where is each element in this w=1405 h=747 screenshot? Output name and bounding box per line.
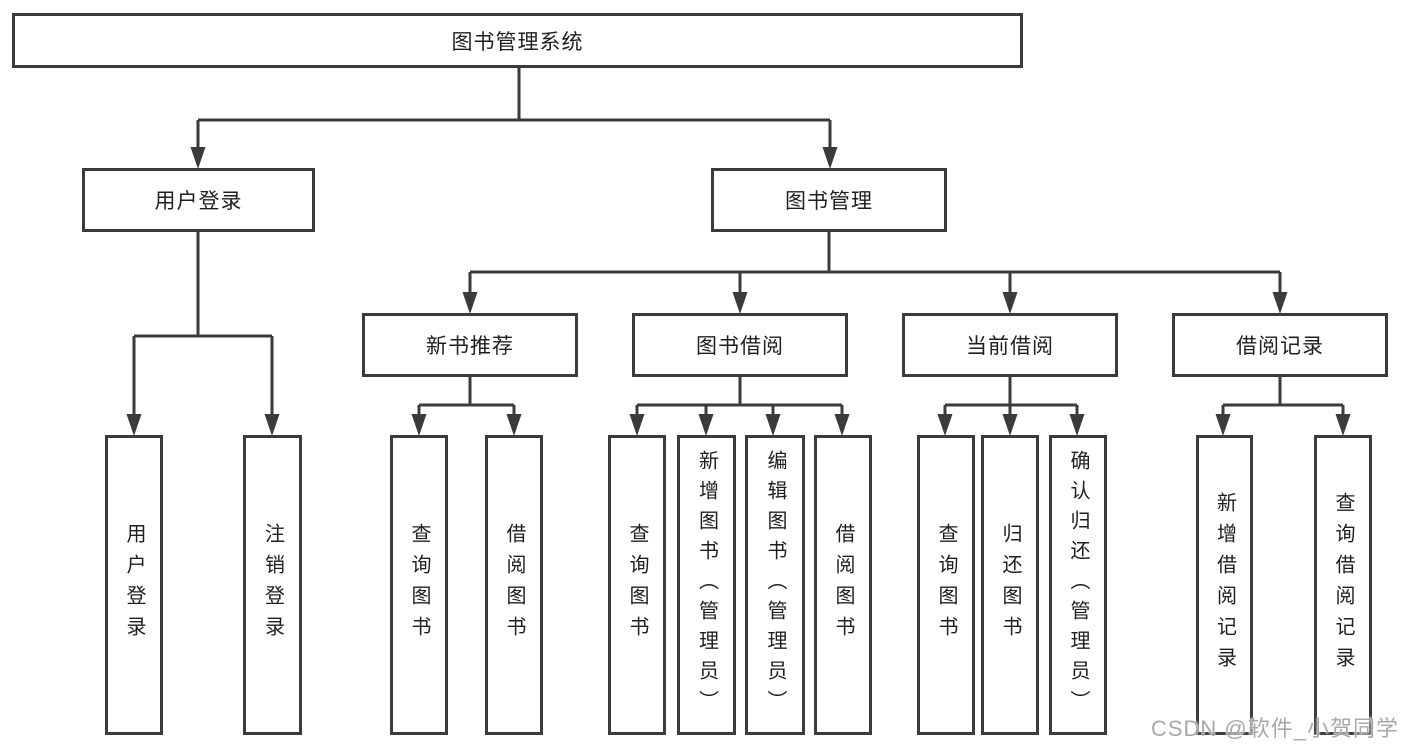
leaf-edit-books-admin: 编辑图书（管理员） xyxy=(745,435,805,735)
node-user-login: 用户登录 xyxy=(82,168,315,232)
csdn-watermark: CSDN @软件_小贺同学 xyxy=(1150,716,1399,741)
leaf-logout: 注销登录 xyxy=(243,435,302,735)
leaf-confirm-return-admin: 确认归还（管理员） xyxy=(1049,435,1107,735)
leaf-query-books-3: 查询图书 xyxy=(917,435,975,735)
node-book-borrowing: 图书借阅 xyxy=(632,313,848,377)
leaf-add-books-admin: 新增图书（管理员） xyxy=(677,435,736,735)
node-current-borrowing: 当前借阅 xyxy=(902,313,1118,377)
leaf-borrow-books: 借阅图书 xyxy=(485,435,543,735)
node-library-management-system: 图书管理系统 xyxy=(12,13,1023,68)
leaf-query-books: 查询图书 xyxy=(390,435,448,735)
arrowheads xyxy=(126,147,1351,436)
leaf-borrow-books-2: 借阅图书 xyxy=(814,435,872,735)
leaf-return-books: 归还图书 xyxy=(981,435,1039,735)
node-book-management: 图书管理 xyxy=(711,168,947,232)
leaf-add-borrow-record: 新增借阅记录 xyxy=(1196,435,1253,735)
leaf-user-login: 用户登录 xyxy=(105,435,163,735)
node-new-book-recommendation: 新书推荐 xyxy=(362,313,578,377)
leaf-query-borrow-record: 查询借阅记录 xyxy=(1314,435,1372,735)
node-borrowing-records: 借阅记录 xyxy=(1172,313,1388,377)
leaf-query-books-2: 查询图书 xyxy=(608,435,666,735)
